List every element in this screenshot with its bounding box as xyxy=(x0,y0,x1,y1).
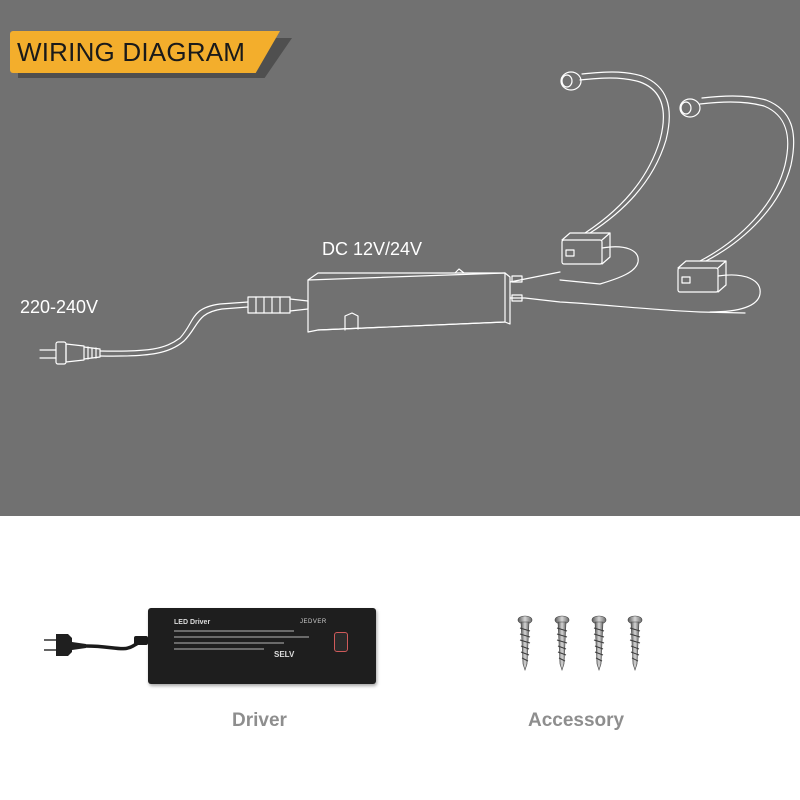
output-voltage-label: DC 12V/24V xyxy=(322,239,423,259)
screw-1 xyxy=(517,615,533,671)
wiring-diagram-panel xyxy=(0,0,800,516)
strain-relief xyxy=(247,296,309,314)
ac-cord xyxy=(99,301,249,352)
driver-switch xyxy=(334,632,348,652)
screw-4 xyxy=(627,615,643,671)
reading-lamp-2 xyxy=(677,95,795,313)
screw-3 xyxy=(591,615,607,671)
ac-plug xyxy=(39,341,101,365)
screw-2 xyxy=(554,615,570,671)
driver-spec-text xyxy=(174,630,324,664)
driver-brand: JEDVER xyxy=(300,619,327,625)
output-lead-2 xyxy=(509,297,746,314)
wiring-diagram xyxy=(39,71,795,365)
input-voltage-label: 220-240V xyxy=(20,297,99,317)
accessory-caption: Accessory xyxy=(528,710,625,731)
banner-title: WIRING DIAGRAM xyxy=(17,37,246,67)
driver-label: LED Driver xyxy=(174,619,211,626)
driver-selv-mark: SELV xyxy=(274,650,295,659)
reading-lamp-1 xyxy=(559,71,670,285)
title-banner xyxy=(10,31,280,73)
output-lead-1 xyxy=(509,271,561,283)
screws-accessory-image xyxy=(517,615,643,671)
driver-caption: Driver xyxy=(232,710,287,731)
driver-plug-and-cord xyxy=(44,634,151,656)
product-panel xyxy=(0,516,800,800)
driver-box-outline xyxy=(307,268,511,333)
